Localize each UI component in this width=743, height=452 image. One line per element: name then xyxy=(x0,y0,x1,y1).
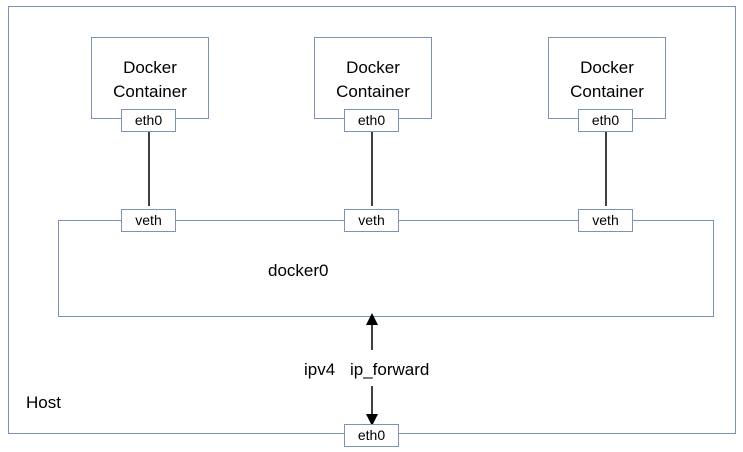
container-2-label: Docker Container xyxy=(315,56,431,104)
container-1-title-line-2: Container xyxy=(113,82,187,101)
host-label: Host xyxy=(26,393,61,412)
container-1-eth0-port: eth0 xyxy=(121,109,176,132)
container-2-eth0-port: eth0 xyxy=(344,109,399,132)
container-2-title-line-2: Container xyxy=(336,82,410,101)
container-3-title-line-1: Docker xyxy=(580,58,634,77)
container-1-veth-port: veth xyxy=(121,209,176,232)
docker-container-2: Docker Container xyxy=(314,37,432,119)
docker-container-3: Docker Container xyxy=(548,37,666,119)
ip-forward-label: ip_forward xyxy=(350,360,430,379)
container-3-label: Docker Container xyxy=(549,56,665,104)
docker0-bridge-box xyxy=(58,220,714,317)
container-3-title-line-2: Container xyxy=(570,82,644,101)
container-1-label: Docker Container xyxy=(92,56,208,104)
container-2-veth-port: veth xyxy=(344,209,399,232)
container-3-veth-port: veth xyxy=(578,209,633,232)
container-2-title-line-1: Docker xyxy=(346,58,400,77)
host-eth0-port: eth0 xyxy=(344,424,399,447)
container-3-eth0-port: eth0 xyxy=(578,109,633,132)
container-1-title-line-1: Docker xyxy=(123,58,177,77)
docker0-label: docker0 xyxy=(268,261,329,280)
docker-container-1: Docker Container xyxy=(91,37,209,119)
ipv4-label: ipv4 xyxy=(304,360,336,379)
